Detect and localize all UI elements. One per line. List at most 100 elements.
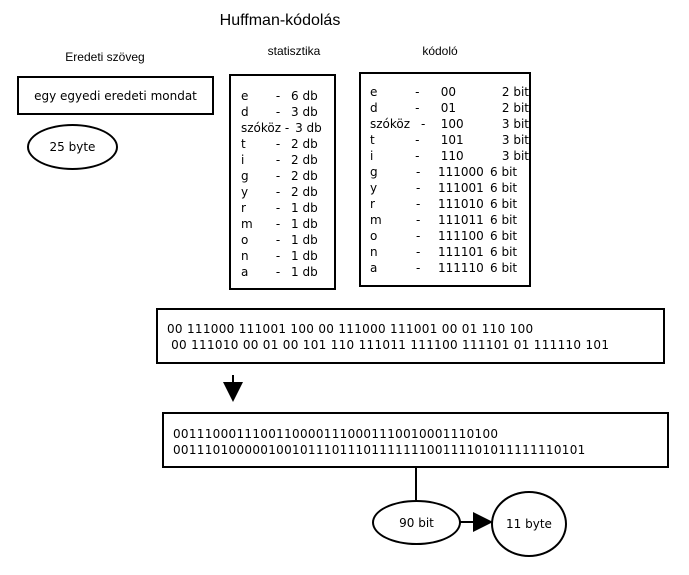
encoded-spaced-line-1: 00 111000 111001 100 00 111000 111001 00…	[167, 322, 534, 336]
code-char: r	[370, 197, 375, 211]
diagram-title: Huffman-kódolás	[219, 12, 341, 29]
stats-separator: -	[275, 249, 281, 263]
stats-row: t-2 db	[241, 136, 334, 152]
code-length: 2 bit	[501, 101, 529, 115]
code-separator: -	[416, 181, 421, 195]
original-size: 25 byte	[49, 140, 96, 154]
code-separator: -	[416, 197, 421, 211]
stats-row: d-3 db	[241, 104, 334, 120]
byte-count: 11 byte	[506, 517, 552, 531]
stats-row: o -1 db	[241, 232, 334, 248]
encoded-packed-line-1: 0011100011100110000111000111001000111010…	[173, 427, 499, 441]
stats-row: i-2 db	[241, 152, 334, 168]
stats-char: y	[241, 185, 249, 199]
code-separator: -	[421, 117, 426, 131]
code-bits: 110	[440, 149, 464, 163]
code-length: 6 bit	[490, 245, 518, 259]
code-bits: 111101	[438, 245, 484, 259]
stats-char: o	[241, 233, 249, 247]
stats-row: m-1 db	[241, 216, 334, 232]
stats-char: r	[241, 201, 246, 215]
code-row: m - 111011 6 bit	[370, 212, 529, 228]
code-separator: -	[416, 261, 421, 275]
bit-count: 90 bit	[399, 515, 434, 530]
code-char: n	[370, 245, 378, 259]
stats-separator: -	[275, 89, 281, 103]
encoded-spaced-box: 00 111000 111001 100 00 111000 111001 00…	[156, 308, 665, 364]
stats-char: t	[241, 137, 246, 151]
stats-char: d	[241, 105, 249, 119]
code-separator: -	[416, 229, 421, 243]
stats-count: 2 db	[291, 185, 318, 199]
stats-separator: -	[275, 169, 281, 183]
coder-label: kódoló	[422, 44, 458, 58]
byte-count-ellipse: 11 byte	[491, 491, 567, 557]
stats-separator: -	[275, 137, 281, 151]
code-char: e	[370, 85, 378, 99]
stats-label: statisztika	[267, 44, 321, 58]
code-separator: -	[415, 133, 420, 147]
code-row: e - 00 2 bit	[370, 84, 529, 100]
stats-separator: -	[284, 121, 290, 135]
code-separator: -	[415, 101, 420, 115]
code-length: 6 bit	[490, 229, 518, 243]
code-bits: 00	[440, 85, 457, 99]
stats-count: 1 db	[291, 265, 318, 279]
original-text-label: Eredeti szöveg	[65, 50, 145, 64]
stats-count: 2 db	[291, 153, 318, 167]
stats-separator: -	[275, 217, 281, 231]
original-text: egy egyedi eredeti mondat	[34, 88, 197, 103]
bit-count-ellipse: 90 bit	[372, 500, 461, 545]
code-separator: -	[416, 245, 421, 259]
code-char: y	[370, 181, 378, 195]
stats-char: n	[241, 249, 249, 263]
code-char: g	[370, 165, 378, 179]
code-length: 3 bit	[501, 117, 529, 131]
original-size-ellipse: 25 byte	[27, 124, 118, 170]
code-bits: 111010	[438, 197, 484, 211]
encoded-spaced-line-2: 00 111010 00 01 00 101 110 111011 111100…	[167, 338, 610, 352]
stats-count: 1 db	[291, 249, 318, 263]
code-length: 2 bit	[501, 85, 529, 99]
code-bits: 111011	[438, 213, 484, 227]
stats-row: szóköz-3 db	[241, 120, 334, 136]
code-bits: 111001	[438, 181, 484, 195]
stats-separator: -	[275, 265, 281, 279]
stats-count: 2 db	[291, 169, 318, 183]
stats-char: e	[241, 89, 249, 103]
stats-char: g	[241, 169, 249, 183]
code-bits: 01	[440, 101, 457, 115]
code-row: n - 111101 6 bit	[370, 244, 529, 260]
code-char: szóköz	[370, 117, 411, 131]
stats-row: n -1 db	[241, 248, 334, 264]
code-separator: -	[416, 213, 421, 227]
stats-count: 1 db	[291, 233, 318, 247]
stats-row: y -2 db	[241, 184, 334, 200]
code-length: 6 bit	[490, 197, 518, 211]
code-char: t	[370, 133, 375, 147]
stats-char: szóköz	[241, 121, 282, 135]
stats-count: 1 db	[291, 201, 318, 215]
stats-separator: -	[275, 233, 281, 247]
stats-char: a	[241, 265, 249, 279]
stats-char: m	[241, 217, 253, 231]
code-separator: -	[415, 85, 420, 99]
stats-row: r-1 db	[241, 200, 334, 216]
code-length: 6 bit	[490, 213, 518, 227]
stats-separator: -	[275, 185, 281, 199]
stats-row: e-6 db	[241, 88, 334, 104]
code-char: a	[370, 261, 378, 275]
code-char: m	[370, 213, 382, 227]
code-bits: 111110	[438, 261, 484, 275]
